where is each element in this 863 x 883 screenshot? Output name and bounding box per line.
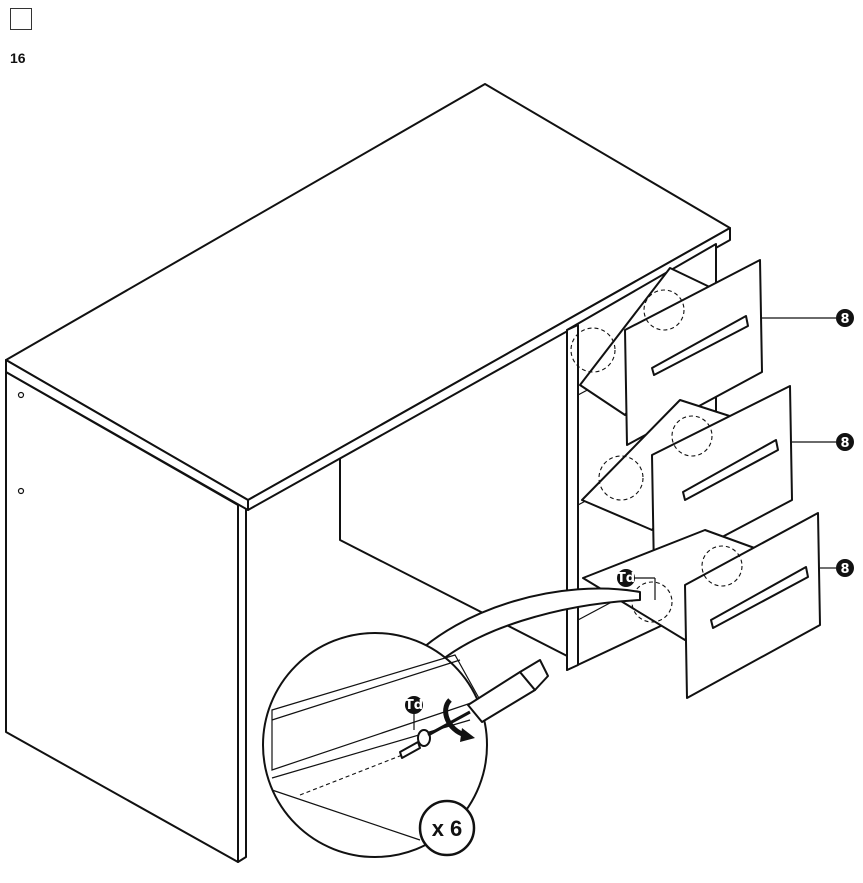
svg-text:8: 8 [840, 312, 849, 327]
drawer-middle [581, 385, 793, 574]
part-label-drawer-1: 8 [836, 309, 854, 327]
screw-callout-drawer: Td [617, 569, 656, 600]
quantity-badge: x 6 [418, 799, 476, 857]
svg-text:Td: Td [405, 698, 423, 713]
screw-icon [399, 729, 431, 759]
svg-text:8: 8 [840, 436, 849, 451]
svg-text:Td: Td [617, 571, 635, 586]
detail-magnifier: Td [262, 632, 549, 858]
part-label-drawer-2: 8 [836, 433, 854, 451]
part-label-drawer-3: 8 [836, 559, 854, 577]
svg-text:8: 8 [840, 562, 849, 577]
svg-text:x 6: x 6 [432, 816, 463, 841]
step-number: 16 [10, 50, 26, 66]
drawer-bottom [582, 512, 821, 699]
drawer-part-callouts [762, 317, 836, 569]
screw-callout-detail: Td [405, 696, 423, 730]
screwdriver-icon [427, 659, 549, 737]
rotation-arrow-icon [443, 698, 475, 742]
drawer-top [570, 259, 763, 446]
desk-top [5, 83, 731, 511]
step-checkbox[interactable] [10, 8, 32, 30]
